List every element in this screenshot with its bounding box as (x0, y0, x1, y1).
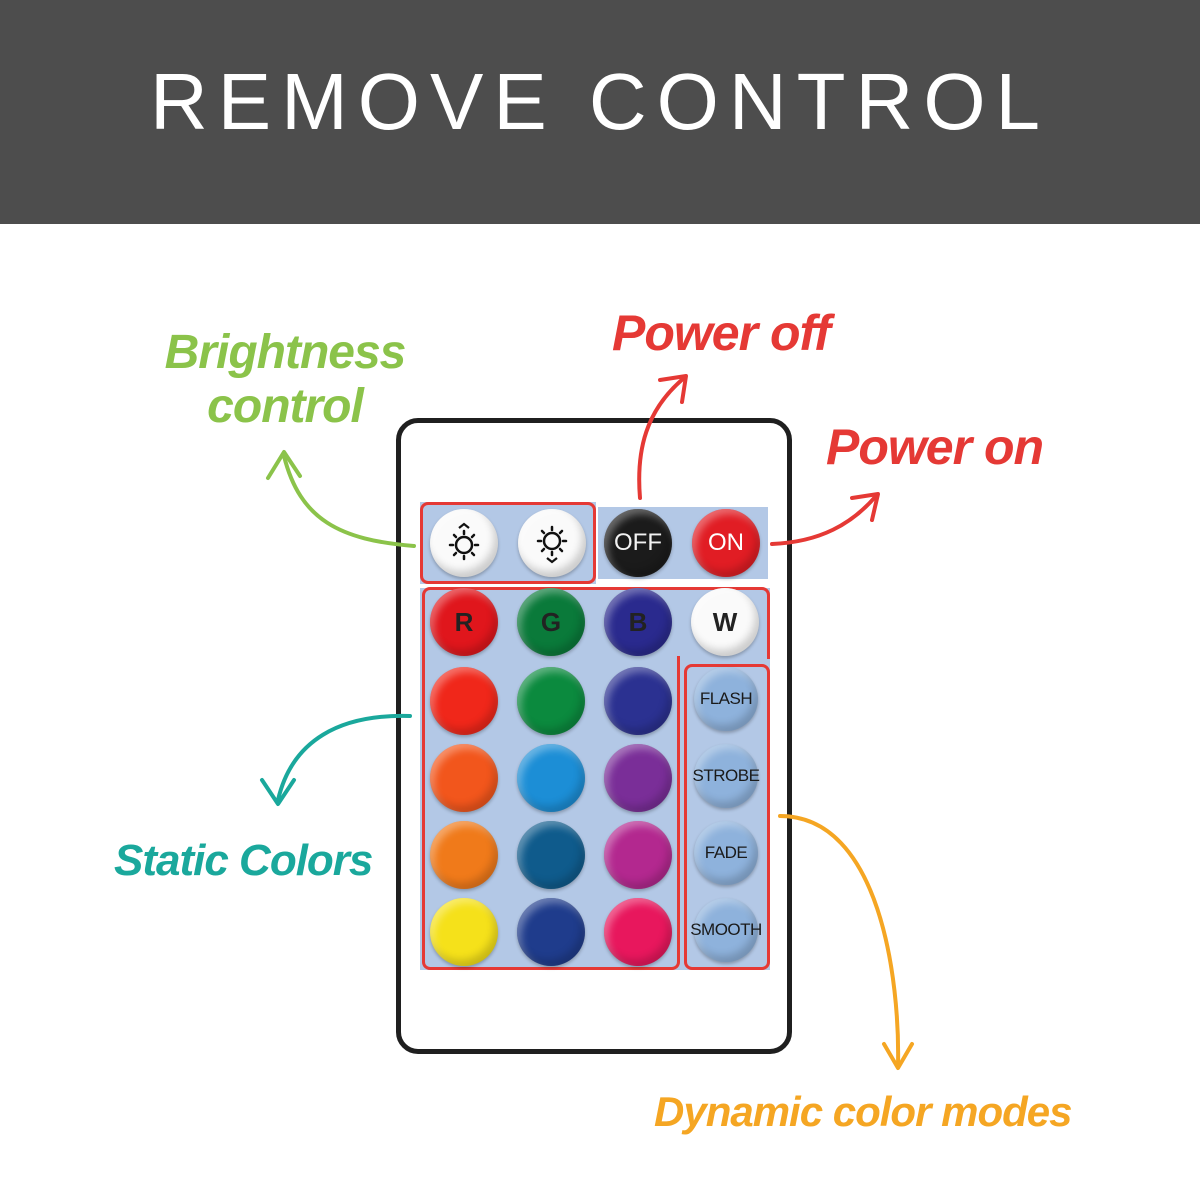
static-colors-highlight-top (422, 587, 770, 659)
blue-button[interactable]: B (604, 588, 672, 656)
power-off-arrow (637, 376, 686, 500)
static-color-button-r1-c1[interactable] (430, 667, 498, 735)
sun-up-icon (448, 522, 480, 561)
brightness-down-button[interactable] (518, 509, 586, 577)
strobe-button[interactable]: STROBE (693, 744, 760, 808)
sun-down-icon (536, 525, 568, 564)
dynamic-modes-arrowhead (882, 1042, 914, 1070)
power-on-callout-label: Power on (826, 419, 1044, 475)
static-color-button-r3-c2[interactable] (517, 821, 585, 889)
brightness-callout-label: Brightness control (150, 326, 420, 434)
green-button[interactable]: G (517, 588, 585, 656)
static-color-button-r3-c1[interactable] (430, 821, 498, 889)
power-on-arrowhead (850, 492, 880, 522)
page-title: REMOVE CONTROL (149, 57, 1051, 146)
static-color-button-r4-c3[interactable] (604, 898, 672, 966)
static-colors-arrow (276, 713, 412, 802)
static-color-button-r2-c1[interactable] (430, 744, 498, 812)
smooth-button[interactable]: SMOOTH (690, 898, 762, 962)
static-color-button-r2-c3[interactable] (604, 744, 672, 812)
dynamic-modes-highlight (684, 664, 770, 970)
static-color-button-r4-c1[interactable] (430, 898, 498, 966)
power-off-callout-label: Power off (612, 305, 831, 361)
brightness-callout-line-1: Brightness (164, 326, 407, 379)
flash-button[interactable]: FLASH (694, 667, 758, 731)
dynamic-modes-callout-label: Dynamic color modes (654, 1088, 1072, 1135)
brightness-callout-line-2: control (207, 380, 364, 433)
static-color-button-r1-c3[interactable] (604, 667, 672, 735)
static-colors-highlight (422, 656, 680, 970)
brightness-arrow (282, 454, 416, 548)
brightness-arrowhead (266, 450, 302, 480)
power-off-button[interactable]: OFF (604, 509, 672, 577)
brightness-up-button[interactable] (430, 509, 498, 577)
power-off-arrowhead (658, 374, 688, 404)
white-button[interactable]: W (691, 588, 759, 656)
static-color-button-r1-c2[interactable] (517, 667, 585, 735)
brightness-highlight (420, 502, 596, 584)
red-button[interactable]: R (430, 588, 498, 656)
fade-button[interactable]: FADE (694, 821, 758, 885)
static-colors-arrowhead (260, 778, 296, 806)
power-on-button[interactable]: ON (692, 509, 760, 577)
dynamic-modes-arrow (778, 814, 901, 1068)
static-colors-callout-label: Static Colors (114, 836, 373, 885)
power-on-arrow (770, 494, 878, 546)
header-banner: REMOVE CONTROL (0, 0, 1200, 224)
static-color-button-r4-c2[interactable] (517, 898, 585, 966)
static-color-button-r2-c2[interactable] (517, 744, 585, 812)
static-color-button-r3-c3[interactable] (604, 821, 672, 889)
